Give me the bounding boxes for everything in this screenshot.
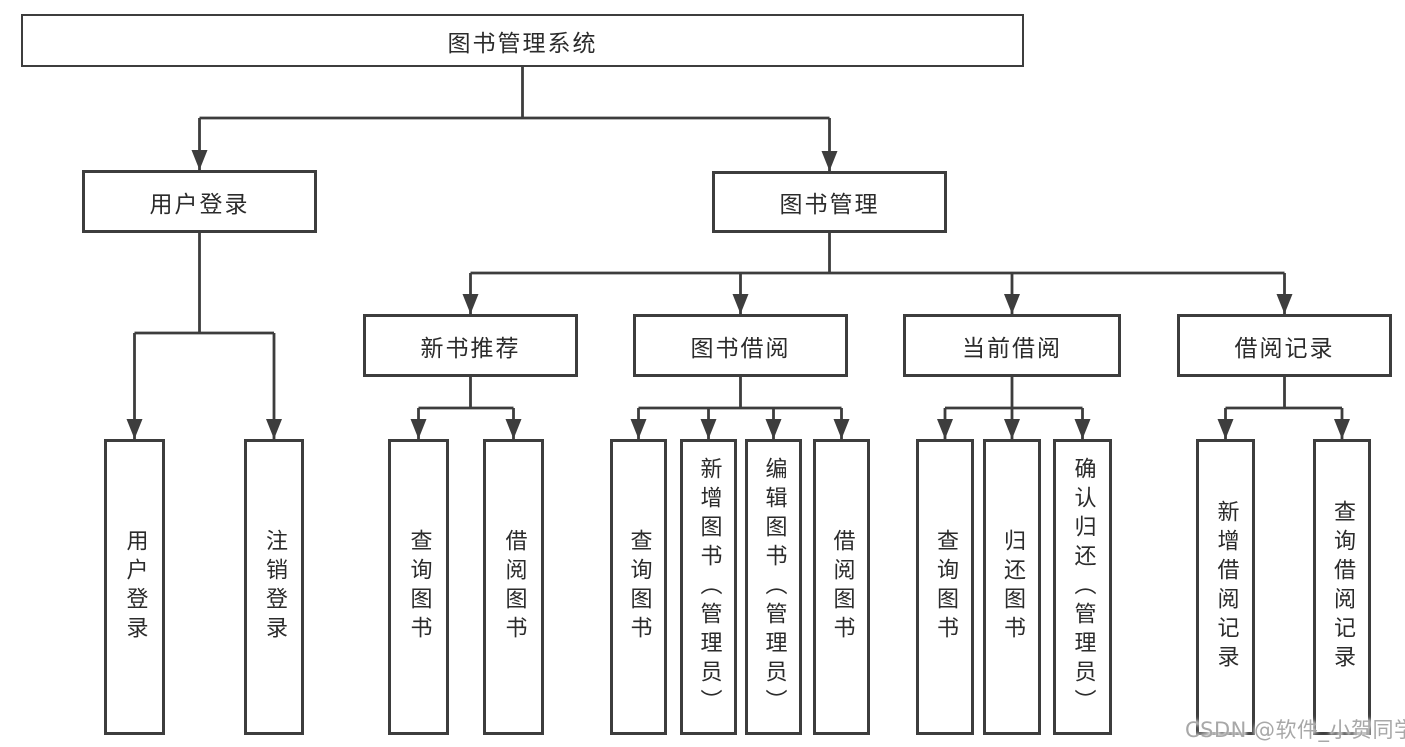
connector-lines — [133, 67, 1344, 439]
node-library-management-system: 图书管理系统 — [21, 14, 1024, 67]
leaf-query-book: 查询图书 — [610, 439, 667, 735]
leaf-query-book-current: 查询图书 — [916, 439, 974, 735]
leaf-return-book: 归还图书 — [983, 439, 1041, 735]
leaf-query-borrow-record: 查询借阅记录 — [1313, 439, 1371, 735]
leaf-add-borrow-record: 新增借阅记录 — [1196, 439, 1255, 735]
node-book-borrowing: 图书借阅 — [633, 314, 848, 377]
node-new-book-recommend: 新书推荐 — [363, 314, 578, 377]
leaf-query-book-recommend: 查询图书 — [388, 439, 449, 735]
csdn-watermark: CSDN @软件_小贺同学 — [1185, 718, 1405, 742]
node-current-borrowing: 当前借阅 — [903, 314, 1121, 377]
leaf-borrow-book-recommend: 借阅图书 — [483, 439, 544, 735]
leaf-confirm-return-admin: 确认归还（管理员） — [1053, 439, 1112, 735]
leaf-user-login: 用户登录 — [104, 439, 165, 735]
node-user-login: 用户登录 — [82, 170, 317, 233]
node-borrowing-records: 借阅记录 — [1177, 314, 1392, 377]
leaf-borrow-book: 借阅图书 — [813, 439, 870, 735]
leaf-edit-book-admin: 编辑图书（管理员） — [745, 439, 802, 735]
node-book-management: 图书管理 — [712, 171, 947, 233]
leaf-add-book-admin: 新增图书（管理员） — [680, 439, 737, 735]
leaf-logout: 注销登录 — [244, 439, 304, 735]
